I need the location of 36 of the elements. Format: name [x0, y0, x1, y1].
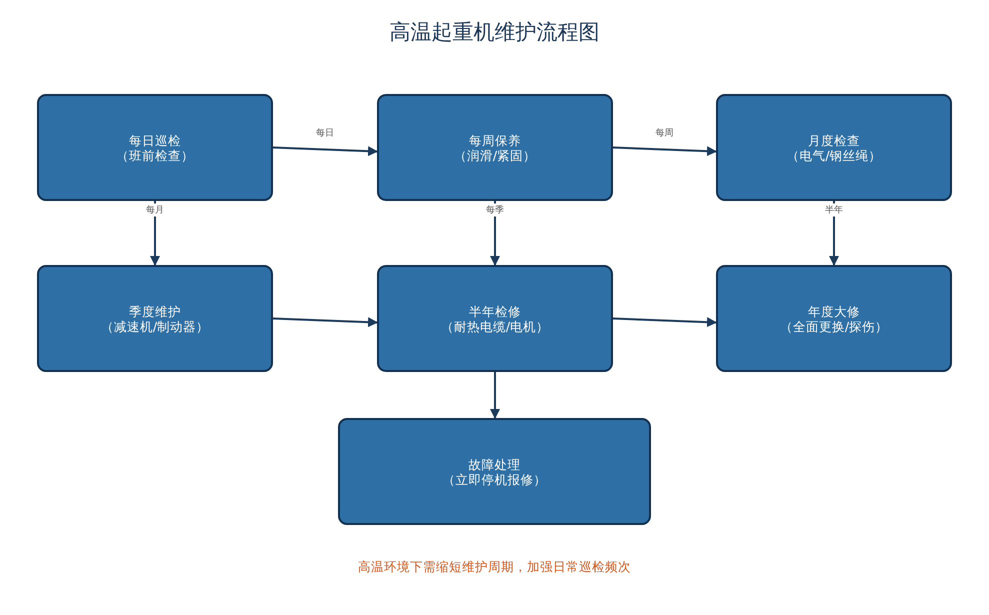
edge-label: 每周: [654, 126, 674, 139]
arrow: [612, 317, 717, 328]
arrow: [490, 201, 500, 266]
node-subtitle: （耐热电缆/电机）: [440, 318, 550, 334]
edge-label: 每季: [485, 204, 505, 216]
process-box: [377, 94, 613, 201]
edge-label: 半年: [824, 204, 844, 216]
node-title: 年度大修: [808, 304, 860, 318]
arrow: [272, 317, 378, 328]
arrow: [150, 201, 160, 266]
process-box: [716, 265, 952, 372]
node-subtitle: （立即停机报修）: [442, 472, 546, 486]
edge-label: 每月: [145, 204, 165, 216]
process-box: [37, 94, 273, 201]
node-subtitle: （减速机/制动器）: [100, 318, 210, 334]
note-text: 高温环境下需缩短维护周期，加强日常巡检频次: [357, 559, 632, 576]
node-title: 季度维护: [129, 304, 181, 318]
edge-label: 每日: [315, 126, 335, 139]
diagram-title: 高温起重机维护流程图: [388, 19, 600, 46]
node-subtitle: （润滑/紧固）: [454, 148, 536, 162]
process-box: [377, 265, 613, 372]
arrow: [272, 146, 378, 156]
node-subtitle: （班前检查）: [116, 148, 194, 162]
arrow: [612, 146, 717, 156]
node-title: 每周保养: [469, 132, 521, 148]
arrow: [829, 201, 839, 266]
process-box: [338, 418, 651, 525]
node-title: 半年检修: [469, 304, 521, 318]
node-subtitle: （电气/钢丝绳）: [786, 148, 882, 162]
node-title: 月度检查: [808, 132, 860, 148]
process-box: [37, 265, 273, 372]
node-subtitle: （全面更换/探伤）: [780, 318, 888, 334]
process-box: [716, 94, 952, 201]
node-title: 每日巡检: [129, 132, 181, 148]
node-title: 故障处理: [468, 456, 520, 472]
arrow: [490, 372, 500, 419]
